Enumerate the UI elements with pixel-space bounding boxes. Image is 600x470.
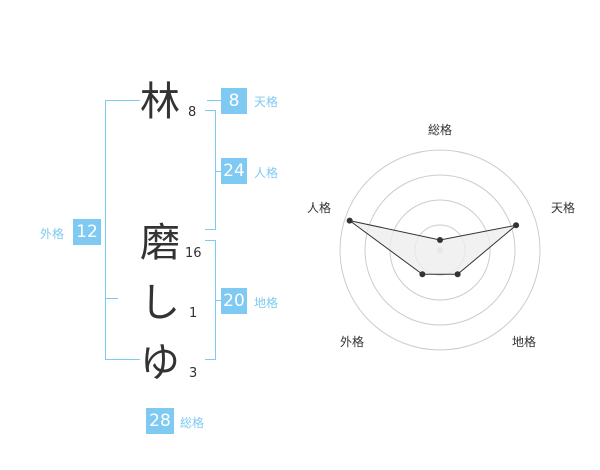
radar-axis-label-soukaku: 総格 bbox=[427, 123, 452, 137]
jinkaku-value: 24 bbox=[221, 158, 247, 184]
tenkaku-label: 天格 bbox=[254, 95, 279, 109]
stroke-count-3: 1 bbox=[189, 306, 198, 321]
tenkaku-bracket bbox=[207, 100, 221, 101]
jinkaku-label: 人格 bbox=[254, 166, 279, 180]
tenkaku-value: 8 bbox=[221, 88, 247, 114]
radar-area bbox=[349, 220, 518, 275]
name-char-3: し bbox=[140, 280, 180, 326]
radar-points bbox=[346, 217, 520, 278]
jinkaku-bracket-tick bbox=[215, 171, 221, 172]
gaikaku-value: 12 bbox=[73, 219, 101, 245]
chikaku-value: 20 bbox=[221, 288, 247, 314]
soukaku-value: 28 bbox=[146, 408, 174, 434]
stroke-count-2: 16 bbox=[185, 246, 202, 261]
gaikaku-bracket-notch bbox=[106, 298, 118, 299]
radar-point bbox=[437, 237, 443, 243]
radar-point bbox=[346, 217, 353, 224]
radar-point bbox=[513, 222, 520, 229]
radar-grid-ring bbox=[364, 174, 516, 326]
chikaku-bracket-tick bbox=[215, 300, 221, 301]
radar-grid-ring bbox=[339, 149, 541, 351]
name-char-4: ゆ bbox=[140, 340, 180, 386]
stroke-count-4: 3 bbox=[189, 366, 198, 381]
radar-axis-label-chikaku: 地格 bbox=[511, 335, 536, 349]
radar-axis-label-gaikaku: 外格 bbox=[339, 335, 364, 349]
name-char-2: 磨 bbox=[140, 220, 180, 266]
jinkaku-bracket bbox=[205, 110, 216, 230]
stroke-count-1: 8 bbox=[188, 105, 197, 120]
radar-point bbox=[419, 271, 426, 278]
radar-axis-label-tenkaku: 天格 bbox=[550, 201, 575, 215]
chikaku-label: 地格 bbox=[254, 296, 279, 310]
gaikaku-label: 外格 bbox=[40, 227, 65, 241]
soukaku-label: 総格 bbox=[180, 416, 205, 430]
gaikaku-bracket bbox=[105, 100, 140, 360]
radar-point bbox=[454, 271, 461, 278]
radar-axis-label-jinkaku: 人格 bbox=[306, 201, 331, 215]
name-char-1: 林 bbox=[140, 79, 180, 125]
